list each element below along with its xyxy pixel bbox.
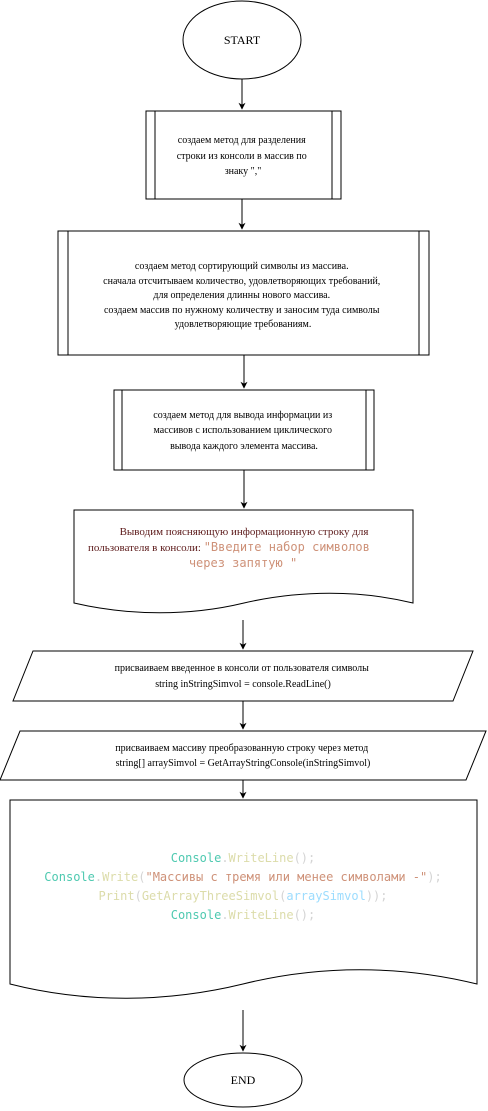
step5-line: string inStringSimvol = console.ReadLine…: [155, 679, 331, 690]
step2-line: создаем массив по нужному количеству и з…: [104, 305, 380, 316]
code-punct: ();: [294, 908, 316, 922]
step4-line1: Выводим поясняющую информационную строку…: [120, 526, 369, 538]
code-method: GetArrayThreeSimvol: [142, 889, 279, 903]
code-punct: .: [221, 908, 228, 922]
step1-node: создаем метод для разделения строки из к…: [145, 110, 342, 200]
code-class: Console: [171, 851, 222, 865]
step4-string-part2: через запятую ": [189, 556, 297, 570]
step1-line: строки из консоли в массив по: [177, 151, 307, 162]
step3-line: вывода каждого элемента массива.: [170, 441, 318, 452]
step6-line: string[] arraySimvol = GetArrayStringCon…: [116, 758, 371, 769]
step4-string-part1: "Введите набор символов: [204, 540, 370, 554]
code-punct: (: [138, 870, 145, 884]
step2-line: создаем метод сортирующий символы из мас…: [135, 261, 349, 272]
svg-text:создаем метод для разделения: создаем метод для разделения строки из к…: [177, 135, 310, 177]
code-punct: ));: [366, 889, 388, 903]
svg-text:присваиваем введенное в консол: присваиваем введенное в консоли от польз…: [115, 663, 372, 690]
code-punct: (: [135, 889, 142, 903]
svg-text:Console.WriteLine();: Console.WriteLine();: [171, 908, 316, 922]
step1-line: создаем метод для разделения: [178, 135, 306, 146]
step6-node: присваиваем массиву преобразованную стро…: [0, 730, 487, 781]
start-node: START: [182, 0, 302, 80]
step2-line: удовлетворяющие требованиям.: [175, 319, 312, 330]
code-punct: (: [279, 889, 286, 903]
code-punct: ();: [294, 851, 316, 865]
svg-text:Console.WriteLine();: Console.WriteLine();: [171, 851, 316, 865]
step1-line: знаку ",": [225, 166, 262, 177]
step3-line: массивов с использованием циклического: [154, 425, 332, 436]
step3-line: создаем метод для вывода информации из: [153, 410, 332, 421]
code-punct: );: [427, 870, 441, 884]
svg-text:Print(GetArrayThreeSimvol(arra: Print(GetArrayThreeSimvol(arraySimvol));: [98, 889, 387, 903]
code-method: Write: [102, 870, 138, 884]
code-var: arraySimvol: [286, 889, 365, 903]
code-punct: .: [95, 870, 102, 884]
code-string: "Массивы с тремя или менее символами -": [145, 870, 427, 884]
svg-text:создаем метод для вывода инфор: создаем метод для вывода информации из м…: [153, 410, 334, 452]
step2-line: для определения длинны нового массива.: [153, 290, 330, 301]
svg-text:присваиваем массиву преобразов: присваиваем массиву преобразованную стро…: [115, 743, 370, 769]
code-method: Print: [98, 889, 134, 903]
step3-node: создаем метод для вывода информации из м…: [113, 389, 375, 471]
step5-node: присваиваем введенное в консоли от польз…: [12, 650, 474, 702]
end-label: END: [231, 1073, 256, 1087]
step5-line: присваиваем введенное в консоли от польз…: [115, 663, 370, 674]
code-method: WriteLine: [229, 908, 294, 922]
start-label: START: [224, 33, 261, 47]
end-node: END: [183, 1052, 303, 1108]
svg-text:Console.Write("Массивы с тремя: Console.Write("Массивы с тремя или менее…: [44, 870, 441, 884]
svg-text:создаем метод сортирующий симв: создаем метод сортирующий символы из мас…: [103, 261, 383, 330]
step2-node: создаем метод сортирующий символы из мас…: [57, 230, 430, 356]
step2-line: сначала отсчитываем количество, удовлетв…: [103, 276, 380, 287]
code-punct: .: [221, 851, 228, 865]
svg-text:пользователя в консоли:: пользователя в консоли: "Введите набор с…: [88, 540, 370, 554]
code-class: Console: [44, 870, 95, 884]
step6-line: присваиваем массиву преобразованную стро…: [115, 743, 368, 754]
step4-line2-prefix: пользователя в консоли:: [88, 542, 204, 554]
step7-node: Console.WriteLine(); Console.Write("Масс…: [9, 799, 478, 999]
code-class: Console: [171, 908, 222, 922]
code-method: WriteLine: [229, 851, 294, 865]
step4-node: Выводим поясняющую информационную строку…: [73, 509, 414, 614]
